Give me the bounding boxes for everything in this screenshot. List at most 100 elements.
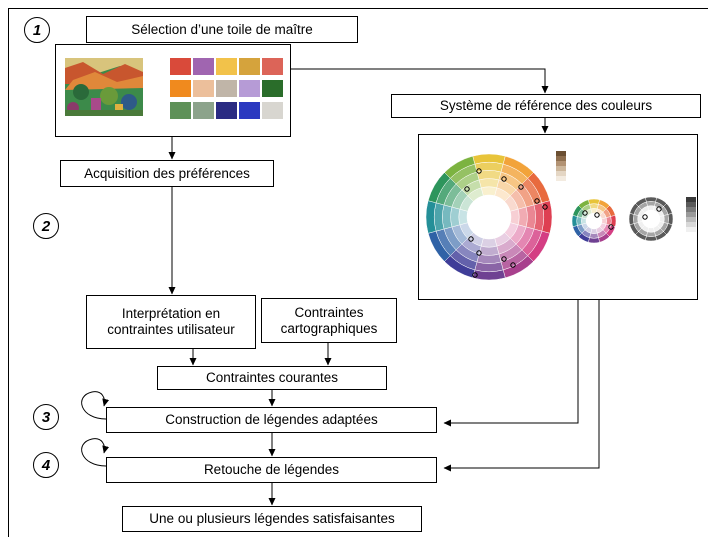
wheel-sector bbox=[635, 197, 647, 207]
gray-color-wheel bbox=[628, 196, 674, 242]
scale-step bbox=[556, 156, 566, 161]
acquisition-box: Acquisition des préférences bbox=[60, 160, 274, 187]
step-3-badge: 3 bbox=[33, 404, 59, 430]
selection-box: Sélection d’une toile de maître bbox=[86, 16, 358, 43]
diagram-frame bbox=[8, 8, 708, 537]
arrow-wheels-to-retouche bbox=[443, 300, 600, 472]
wheel-sector bbox=[667, 212, 674, 226]
palette-swatch bbox=[216, 102, 237, 119]
carto-label-line2: cartographiques bbox=[280, 320, 378, 336]
wheel-sector bbox=[442, 204, 453, 230]
construction-box: Construction de légendes adaptées bbox=[106, 407, 437, 433]
interpretation-box: Interprétation en contraintes utilisateu… bbox=[86, 295, 256, 349]
marker-circle bbox=[542, 204, 548, 210]
scale-step bbox=[686, 222, 696, 227]
marker-circle bbox=[582, 210, 588, 216]
arrow-wheels-to-construction bbox=[443, 300, 579, 427]
wheel-sector bbox=[474, 261, 504, 272]
satisfaisantes-box: Une ou plusieurs légendes satisfaisantes bbox=[122, 506, 422, 532]
palette-swatch bbox=[193, 58, 214, 75]
palette-swatch bbox=[193, 102, 214, 119]
palette-swatch bbox=[216, 80, 237, 97]
wheel-sector bbox=[587, 237, 601, 244]
palette-swatch bbox=[170, 102, 191, 119]
big-color-wheel bbox=[425, 153, 553, 281]
scale-step bbox=[686, 207, 696, 212]
palette-swatch bbox=[239, 80, 260, 97]
wheel-sector bbox=[478, 245, 500, 256]
painting-panel bbox=[55, 44, 291, 137]
carto-box: Contraintes cartographiques bbox=[261, 298, 397, 343]
marker-circle bbox=[534, 198, 540, 204]
color-wheels bbox=[425, 151, 696, 281]
wheel-center bbox=[467, 195, 511, 239]
palette-swatch bbox=[262, 58, 283, 75]
palette-swatch bbox=[193, 80, 214, 97]
marker-circle bbox=[472, 272, 478, 278]
wheel-sector bbox=[633, 214, 639, 224]
wheel-sector bbox=[509, 208, 520, 226]
carto-label-line1: Contraintes bbox=[294, 304, 364, 320]
wheel-sector bbox=[450, 206, 461, 228]
wheel-sector bbox=[587, 198, 601, 205]
step-2-badge: 2 bbox=[33, 213, 59, 239]
wheel-sector bbox=[646, 231, 656, 237]
scale-step bbox=[556, 176, 566, 181]
brown-scale bbox=[556, 151, 566, 181]
marker-circle bbox=[510, 262, 516, 268]
wheel-sector bbox=[517, 206, 528, 228]
step-1-badge: 1 bbox=[24, 17, 50, 43]
marker-circle bbox=[476, 168, 482, 174]
gray-scale bbox=[686, 197, 696, 232]
wheel-sector bbox=[474, 162, 504, 173]
scale-step bbox=[556, 171, 566, 176]
marker-circle bbox=[594, 212, 600, 218]
courantes-box: Contraintes courantes bbox=[157, 366, 387, 390]
wheel-sector bbox=[644, 235, 658, 242]
scale-step bbox=[686, 202, 696, 207]
loop-retouche bbox=[81, 438, 110, 467]
palette-swatch bbox=[216, 58, 237, 75]
scale-step bbox=[686, 197, 696, 202]
small-color-wheel bbox=[571, 198, 617, 244]
color-palette bbox=[170, 58, 284, 122]
palette-swatch bbox=[170, 58, 191, 75]
wheel-sector bbox=[663, 214, 669, 224]
marker-circle bbox=[501, 176, 507, 182]
wheel-sector bbox=[628, 212, 635, 226]
selection-markers bbox=[464, 168, 662, 278]
wheel-sector bbox=[578, 199, 590, 210]
interpretation-label-line2: contraintes utilisateur bbox=[107, 322, 235, 337]
wheel-sector bbox=[480, 186, 498, 197]
wheel-sector bbox=[476, 253, 502, 264]
wheel-sector bbox=[589, 203, 599, 210]
wheels-panel bbox=[418, 134, 698, 300]
scale-step bbox=[556, 161, 566, 166]
scale-step bbox=[686, 212, 696, 217]
scale-step bbox=[686, 227, 696, 232]
wheel-sector bbox=[571, 214, 578, 228]
palette-swatch bbox=[262, 80, 283, 97]
palette-swatch bbox=[239, 102, 260, 119]
interpretation-label-line1: Interprétation en bbox=[121, 306, 221, 321]
systeme-box: Système de référence des couleurs bbox=[391, 94, 701, 118]
marker-circle bbox=[642, 214, 648, 220]
wheel-sector bbox=[646, 201, 656, 207]
retouche-box: Retouche de légendes bbox=[106, 457, 437, 483]
scale-step bbox=[556, 151, 566, 156]
loop-construction bbox=[81, 391, 110, 420]
wheel-center bbox=[642, 210, 660, 228]
arrow-to-systeme bbox=[291, 68, 549, 94]
wheel-sector bbox=[589, 232, 599, 239]
marker-circle bbox=[501, 256, 507, 262]
scale-step bbox=[686, 217, 696, 222]
step-4-badge: 4 bbox=[33, 452, 59, 478]
wheel-sector bbox=[644, 196, 658, 203]
wheel-sector bbox=[576, 216, 583, 226]
marker-circle bbox=[464, 186, 470, 192]
marker-circle bbox=[656, 206, 662, 212]
marker-circle bbox=[518, 184, 524, 190]
wheel-sector bbox=[458, 208, 469, 226]
wheel-sector bbox=[434, 202, 445, 232]
